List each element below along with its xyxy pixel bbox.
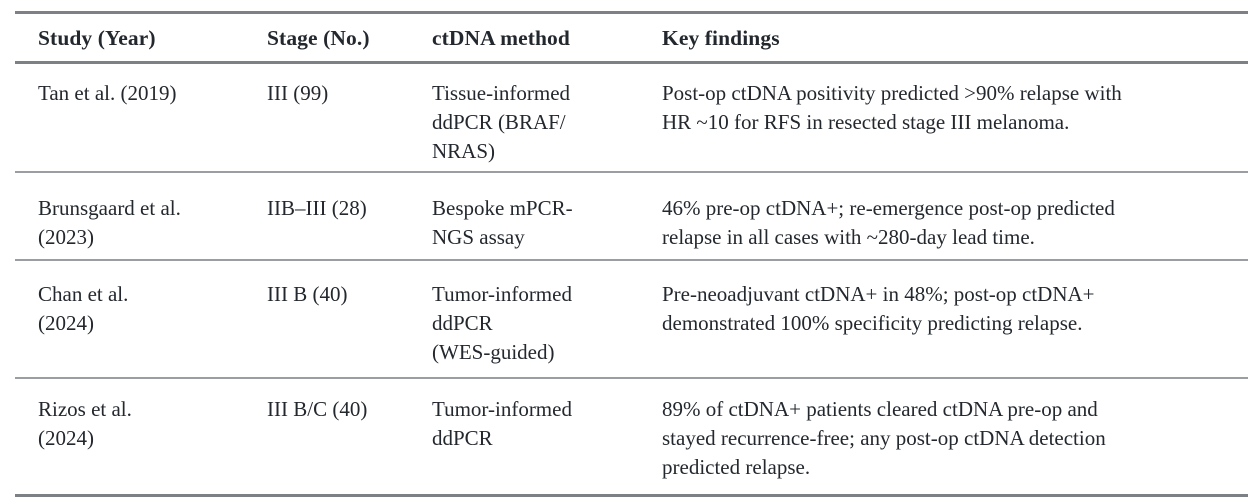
row-separator-1 (15, 171, 1248, 173)
cell-ctdna-method: Tumor-informed ddPCR (432, 382, 662, 497)
table-header-rule (15, 61, 1248, 64)
findings-line: 89% of ctDNA+ patients cleared ctDNA pre… (662, 397, 1098, 421)
findings-line: stayed recurrence-free; any post-op ctDN… (662, 426, 1106, 450)
cell-stage: III B (40) (267, 282, 348, 306)
method-line: Tissue-informed (432, 81, 571, 105)
method-line: Tumor-informed (432, 397, 572, 421)
cell-study: Rizos et al. (2024) (15, 382, 267, 497)
study-line: (2024) (38, 311, 94, 335)
table-row: Tan et al. (2019) III (99) Tissue-inform… (15, 66, 1248, 181)
cell-key-findings: 89% of ctDNA+ patients cleared ctDNA pre… (662, 382, 1248, 497)
study-line: Tan et al. (2019) (38, 81, 177, 105)
row-separator-3 (15, 377, 1248, 379)
findings-line: Post-op ctDNA positivity predicted >90% … (662, 81, 1122, 105)
cell-stage: III B/C (40) (267, 397, 368, 421)
row-separator-2 (15, 259, 1248, 261)
table-row: Chan et al. (2024) III B (40) Tumor-info… (15, 267, 1248, 382)
findings-line: HR ~10 for RFS in resected stage III mel… (662, 110, 1070, 134)
column-header-stage: Stage (No.) (267, 26, 370, 50)
method-line: ddPCR (432, 426, 493, 450)
table-header: Study (Year) Stage (No.) ctDNA method Ke… (15, 11, 1248, 66)
study-line: Brunsgaard et al. (38, 196, 181, 220)
cell-key-findings: Pre-neoadjuvant ctDNA+ in 48%; post-op c… (662, 267, 1248, 382)
cell-stage: III (99) (267, 81, 329, 105)
cell-study: Tan et al. (2019) (15, 66, 267, 181)
findings-line: predicted relapse. (662, 455, 811, 479)
cell-study: Brunsgaard et al. (2023) (15, 181, 267, 267)
cell-ctdna-method: Bespoke mPCR- NGS assay (432, 181, 662, 267)
findings-line: relapse in all cases with ~280-day lead … (662, 225, 1035, 249)
study-line: (2024) (38, 426, 94, 450)
cell-ctdna-method: Tumor-informed ddPCR (WES-guided) (432, 267, 662, 382)
column-header-ctdna-method: ctDNA method (432, 26, 570, 50)
table-row: Brunsgaard et al. (2023) IIB–III (28) Be… (15, 181, 1248, 267)
study-line: Chan et al. (38, 282, 129, 306)
study-table-container: Study (Year) Stage (No.) ctDNA method Ke… (15, 11, 1248, 497)
method-line: NGS assay (432, 225, 525, 249)
method-line: Bespoke mPCR- (432, 196, 573, 220)
method-line: ddPCR (BRAF/ (432, 110, 566, 134)
study-line: (2023) (38, 225, 94, 249)
table-body: Tan et al. (2019) III (99) Tissue-inform… (15, 66, 1248, 497)
cell-ctdna-method: Tissue-informed ddPCR (BRAF/ NRAS) (432, 66, 662, 181)
method-line: NRAS) (432, 139, 496, 163)
cell-study: Chan et al. (2024) (15, 267, 267, 382)
table-row: Rizos et al. (2024) III B/C (40) Tumor-i… (15, 382, 1248, 497)
method-line: (WES-guided) (432, 340, 555, 364)
cell-key-findings: 46% pre-op ctDNA+; re-emergence post-op … (662, 181, 1248, 267)
findings-line: 46% pre-op ctDNA+; re-emergence post-op … (662, 196, 1115, 220)
study-line: Rizos et al. (38, 397, 132, 421)
findings-line: Pre-neoadjuvant ctDNA+ in 48%; post-op c… (662, 282, 1095, 306)
table-top-rule (15, 11, 1248, 14)
cell-key-findings: Post-op ctDNA positivity predicted >90% … (662, 66, 1248, 181)
cell-stage: IIB–III (28) (267, 196, 367, 220)
table-bottom-rule (15, 494, 1248, 497)
column-header-study: Study (Year) (38, 26, 156, 50)
findings-line: demonstrated 100% specificity predicting… (662, 311, 1083, 335)
method-line: Tumor-informed (432, 282, 572, 306)
method-line: ddPCR (432, 311, 493, 335)
table-header-row: Study (Year) Stage (No.) ctDNA method Ke… (15, 11, 1248, 66)
ctdna-study-table: Study (Year) Stage (No.) ctDNA method Ke… (15, 11, 1248, 497)
column-header-key-findings: Key findings (662, 26, 780, 50)
